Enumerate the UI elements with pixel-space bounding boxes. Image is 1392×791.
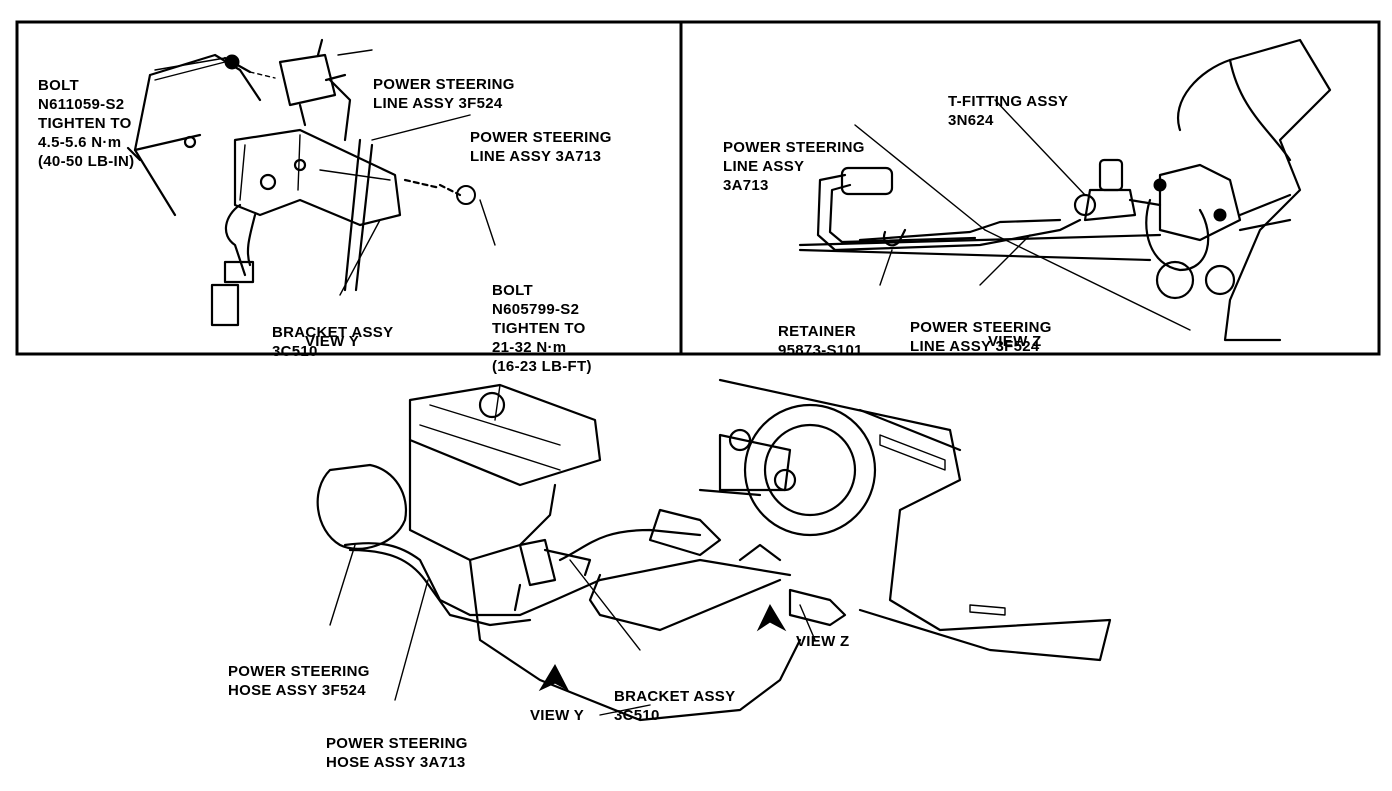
main-drawing [316,378,1112,722]
main-view-y-label: VIEW Y [530,707,585,724]
view-z-frame [679,20,1381,356]
view-y-drawing [126,38,496,327]
view-z-title: VIEW Z [988,333,1042,350]
diagram-artwork [15,20,1381,722]
view-z-arrow-icon [756,603,787,632]
view-y-arrow-icon [538,663,570,692]
view-y-title: VIEW Y [305,333,360,350]
main-view-z-label: VIEW Z [796,633,850,650]
view-z-drawing [798,38,1332,342]
